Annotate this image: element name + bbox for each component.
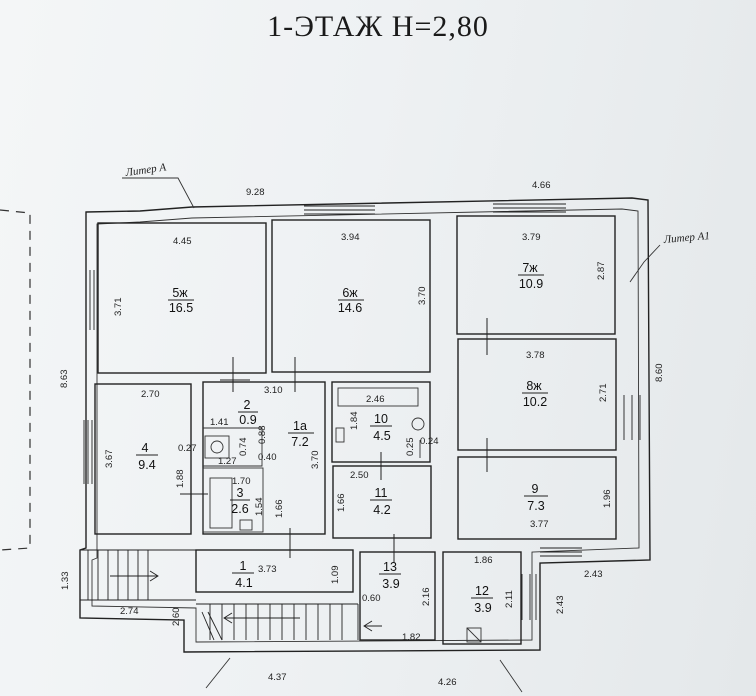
dim-370b: 3.70: [310, 451, 321, 470]
dim-170: 1.70: [232, 476, 251, 487]
dim-445: 4.45: [173, 236, 192, 247]
room-12-area: 3.9: [474, 601, 491, 615]
dim-378: 3.78: [526, 350, 545, 361]
exterior-walls: [79, 197, 651, 653]
dim-184: 1.84: [349, 412, 360, 431]
room-6-area: 14.6: [338, 301, 362, 315]
dim-040: 0.40: [258, 452, 277, 463]
dim-310: 3.10: [264, 385, 283, 396]
room-2-number: 2: [244, 398, 251, 412]
liter-a1-label: Литер А1: [662, 230, 710, 246]
dim-243b: 2.43: [555, 596, 566, 615]
room-9-number: 9: [532, 482, 539, 496]
dim-196: 1.96: [602, 490, 613, 509]
room-7-number: 7ж: [522, 261, 538, 275]
dim-928: 9.28: [246, 187, 265, 198]
room-13-area: 3.9: [382, 577, 399, 591]
room-3-number: 3: [237, 486, 244, 500]
room-1-area: 4.1: [235, 576, 252, 590]
dim-466: 4.66: [532, 180, 551, 191]
dim-109: 1.09: [330, 566, 341, 585]
dim-182: 1.82: [402, 632, 421, 643]
room-12-number: 12: [475, 584, 489, 598]
dim-246: 2.46: [366, 394, 385, 405]
room-8-area: 10.2: [523, 395, 547, 409]
room-2-area: 0.9: [239, 413, 256, 427]
dim-127: 1.27: [218, 456, 237, 467]
room-13-number: 13: [383, 560, 397, 574]
dim-274: 2.74: [120, 606, 139, 617]
windows: [83, 203, 641, 620]
room-7-area: 10.9: [519, 277, 543, 291]
leader-lines: [122, 177, 661, 693]
dim-088: 0.88: [257, 426, 268, 445]
dim-074: 0.74: [238, 438, 249, 457]
dim-863: 8.63: [59, 370, 70, 389]
adjacent-structure-outline: [0, 209, 31, 551]
dim-287: 2.87: [596, 262, 607, 281]
liter-labels: Литер А Литер А1: [124, 161, 711, 246]
dim-379: 3.79: [522, 232, 541, 243]
room-labels: 5ж 16.5 6ж 14.6 7ж 10.9 8ж 10.2 9 7.3 4 …: [136, 261, 548, 615]
dim-133: 1.33: [60, 572, 71, 591]
interior-stairs: [196, 603, 382, 641]
room-11-number: 11: [375, 486, 388, 500]
dim-141: 1.41: [210, 417, 229, 428]
room-5-number: 5ж: [172, 286, 188, 300]
room-10-number: 10: [374, 412, 388, 426]
dim-027: 0.27: [178, 443, 197, 454]
room-6-number: 6ж: [342, 286, 358, 300]
dim-377: 3.77: [530, 519, 549, 530]
dim-166b: 1.66: [336, 494, 347, 513]
room-11-area: 4.2: [373, 503, 390, 517]
dim-371: 3.71: [113, 298, 124, 317]
vertical-dimension-labels: 3.71 3.70 2.87 8.63 8.60 2.71 0.88 0.74 …: [59, 262, 665, 627]
dim-260: 2.60: [171, 608, 182, 627]
floor-title: 1-ЭТАЖ H=2,80: [267, 10, 489, 43]
liter-a-label: Литер А: [124, 161, 167, 179]
dim-216: 2.16: [421, 588, 432, 607]
room-3-area: 2.6: [231, 502, 248, 516]
dim-860: 8.60: [654, 364, 665, 383]
dimension-labels: 9.28 4.66 4.45 3.94 3.79 2.70 3.10 3.78 …: [120, 180, 603, 688]
dim-025: 0.25: [405, 438, 416, 457]
room-1a-number: 1а: [293, 419, 307, 433]
dim-437: 4.37: [268, 672, 287, 683]
chimney-box: [466, 627, 482, 643]
dim-154: 1.54: [254, 498, 265, 517]
room-4-number: 4: [142, 441, 149, 455]
dim-270: 2.70: [141, 389, 160, 400]
dim-243a: 2.43: [584, 569, 603, 580]
dim-373: 3.73: [258, 564, 277, 575]
dim-188: 1.88: [175, 470, 186, 489]
dim-370a: 3.70: [417, 287, 428, 306]
room-8-number: 8ж: [526, 379, 542, 393]
dim-394: 3.94: [341, 232, 360, 243]
dim-250: 2.50: [350, 470, 369, 481]
dim-211: 2.11: [504, 590, 515, 608]
dim-426: 4.26: [438, 677, 457, 688]
room-9-area: 7.3: [527, 499, 544, 513]
room-10-area: 4.5: [373, 429, 390, 443]
dim-186: 1.86: [474, 555, 493, 566]
dim-024: 0.24: [420, 436, 439, 447]
room-4-area: 9.4: [138, 458, 155, 472]
door-markers: [180, 318, 488, 562]
entrance-stairs: [80, 549, 196, 601]
room-1a-area: 7.2: [291, 435, 308, 449]
dim-271: 2.71: [598, 384, 609, 403]
dim-060: 0.60: [362, 593, 381, 604]
dim-367: 3.67: [104, 450, 115, 469]
room-5-area: 16.5: [169, 301, 193, 315]
room-1-number: 1: [240, 559, 247, 573]
dim-166a: 1.66: [274, 500, 285, 519]
